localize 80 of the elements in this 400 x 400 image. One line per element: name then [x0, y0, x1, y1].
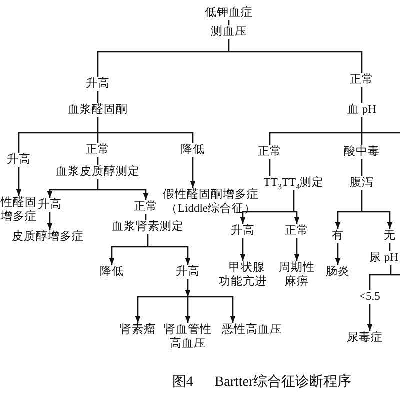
connector-line — [361, 133, 363, 145]
figure-caption: 图4 Bartter综合征诊断程序 — [172, 375, 352, 391]
connector-line — [97, 157, 99, 165]
finding-label: 升高 — [7, 153, 31, 167]
connector-line — [147, 234, 149, 247]
test-label: 测血压 — [211, 25, 247, 39]
arrow — [109, 246, 148, 265]
arrow — [188, 296, 236, 323]
test-label: 血浆肾素测定 — [112, 220, 184, 234]
finding-label: 无 — [384, 229, 396, 243]
diagnosis-label: 肠炎 — [326, 265, 350, 279]
connector-line — [97, 179, 99, 190]
arrow — [335, 243, 341, 265]
test-label: 腹泻 — [350, 176, 374, 190]
diagnosis-label: 周期性麻痹 — [278, 261, 316, 289]
finding-label: 降低 — [100, 265, 124, 279]
connector-line — [390, 265, 392, 275]
connector-line — [97, 91, 99, 103]
test-label: 血浆醛固酮 — [68, 103, 128, 117]
connector-line — [293, 190, 295, 212]
connector-line — [98, 132, 194, 143]
connector-line — [97, 51, 229, 77]
arrow — [240, 238, 246, 261]
connector-line — [145, 214, 147, 220]
arrow — [294, 211, 300, 224]
arrow — [185, 279, 191, 297]
connector-line — [269, 132, 362, 145]
connector-line — [361, 190, 363, 212]
connector-line — [97, 133, 99, 143]
finding-label: 降低 — [181, 143, 205, 157]
connector-line — [269, 159, 271, 176]
test-label: TT$_{3}$TT$_{4}$测定 — [264, 176, 324, 190]
arrow — [148, 246, 191, 265]
connector-line — [361, 159, 363, 176]
test-label: 血 pH — [348, 103, 376, 117]
arrow — [185, 297, 191, 323]
finding-label: 正常 — [258, 145, 282, 159]
connector-line — [369, 274, 391, 290]
arrow — [98, 189, 149, 200]
arrow — [47, 189, 98, 198]
connector-line — [362, 132, 400, 134]
finding-label: 升高 — [38, 198, 62, 212]
connector-line — [18, 132, 98, 153]
arrow — [294, 238, 300, 261]
diagnosis-label: 性醛固增多症 — [0, 196, 38, 224]
connector-line — [389, 243, 391, 251]
diagnosis-label: 甲状腺功能亢进 — [218, 261, 268, 289]
connector-line — [229, 51, 363, 73]
finding-label: 有 — [332, 229, 344, 243]
test-label: 尿 pH — [370, 251, 398, 265]
connector-line — [97, 117, 99, 133]
diagnosis-label: 恶性高血压 — [222, 323, 282, 337]
start-label: 低钾血症 — [205, 6, 253, 20]
connector-line — [361, 117, 363, 133]
diagnosis-label: 皮质醇增多症 — [12, 230, 84, 244]
diagnosis-label: 肾素瘤 — [120, 323, 156, 337]
finding-label: <5.5 — [360, 290, 380, 304]
finding-label: 正常 — [134, 200, 158, 214]
diagnosis-label: 肾血管性高血压 — [163, 323, 213, 351]
diagnosis-label: 尿毒症 — [347, 331, 383, 345]
arrow — [240, 211, 294, 224]
connector-line — [228, 39, 230, 52]
connector-line — [391, 274, 400, 276]
finding-label: 酸中毒 — [344, 145, 380, 159]
finding-label: 升高 — [86, 77, 110, 91]
connector-line — [361, 87, 363, 103]
arrow — [335, 211, 362, 229]
arrow — [367, 304, 373, 331]
arrow — [190, 157, 196, 188]
arrow — [135, 296, 188, 323]
finding-label: 升高 — [176, 265, 200, 279]
arrow — [47, 212, 53, 230]
finding-label: 正常 — [350, 73, 374, 87]
connector-line — [228, 20, 230, 25]
finding-label: 正常 — [86, 143, 110, 157]
test-label: 血浆皮质醇测定 — [56, 165, 140, 179]
arrow — [362, 211, 393, 229]
finding-label: 正常 — [285, 224, 309, 238]
finding-label: 升高 — [231, 224, 255, 238]
arrow — [16, 167, 22, 196]
